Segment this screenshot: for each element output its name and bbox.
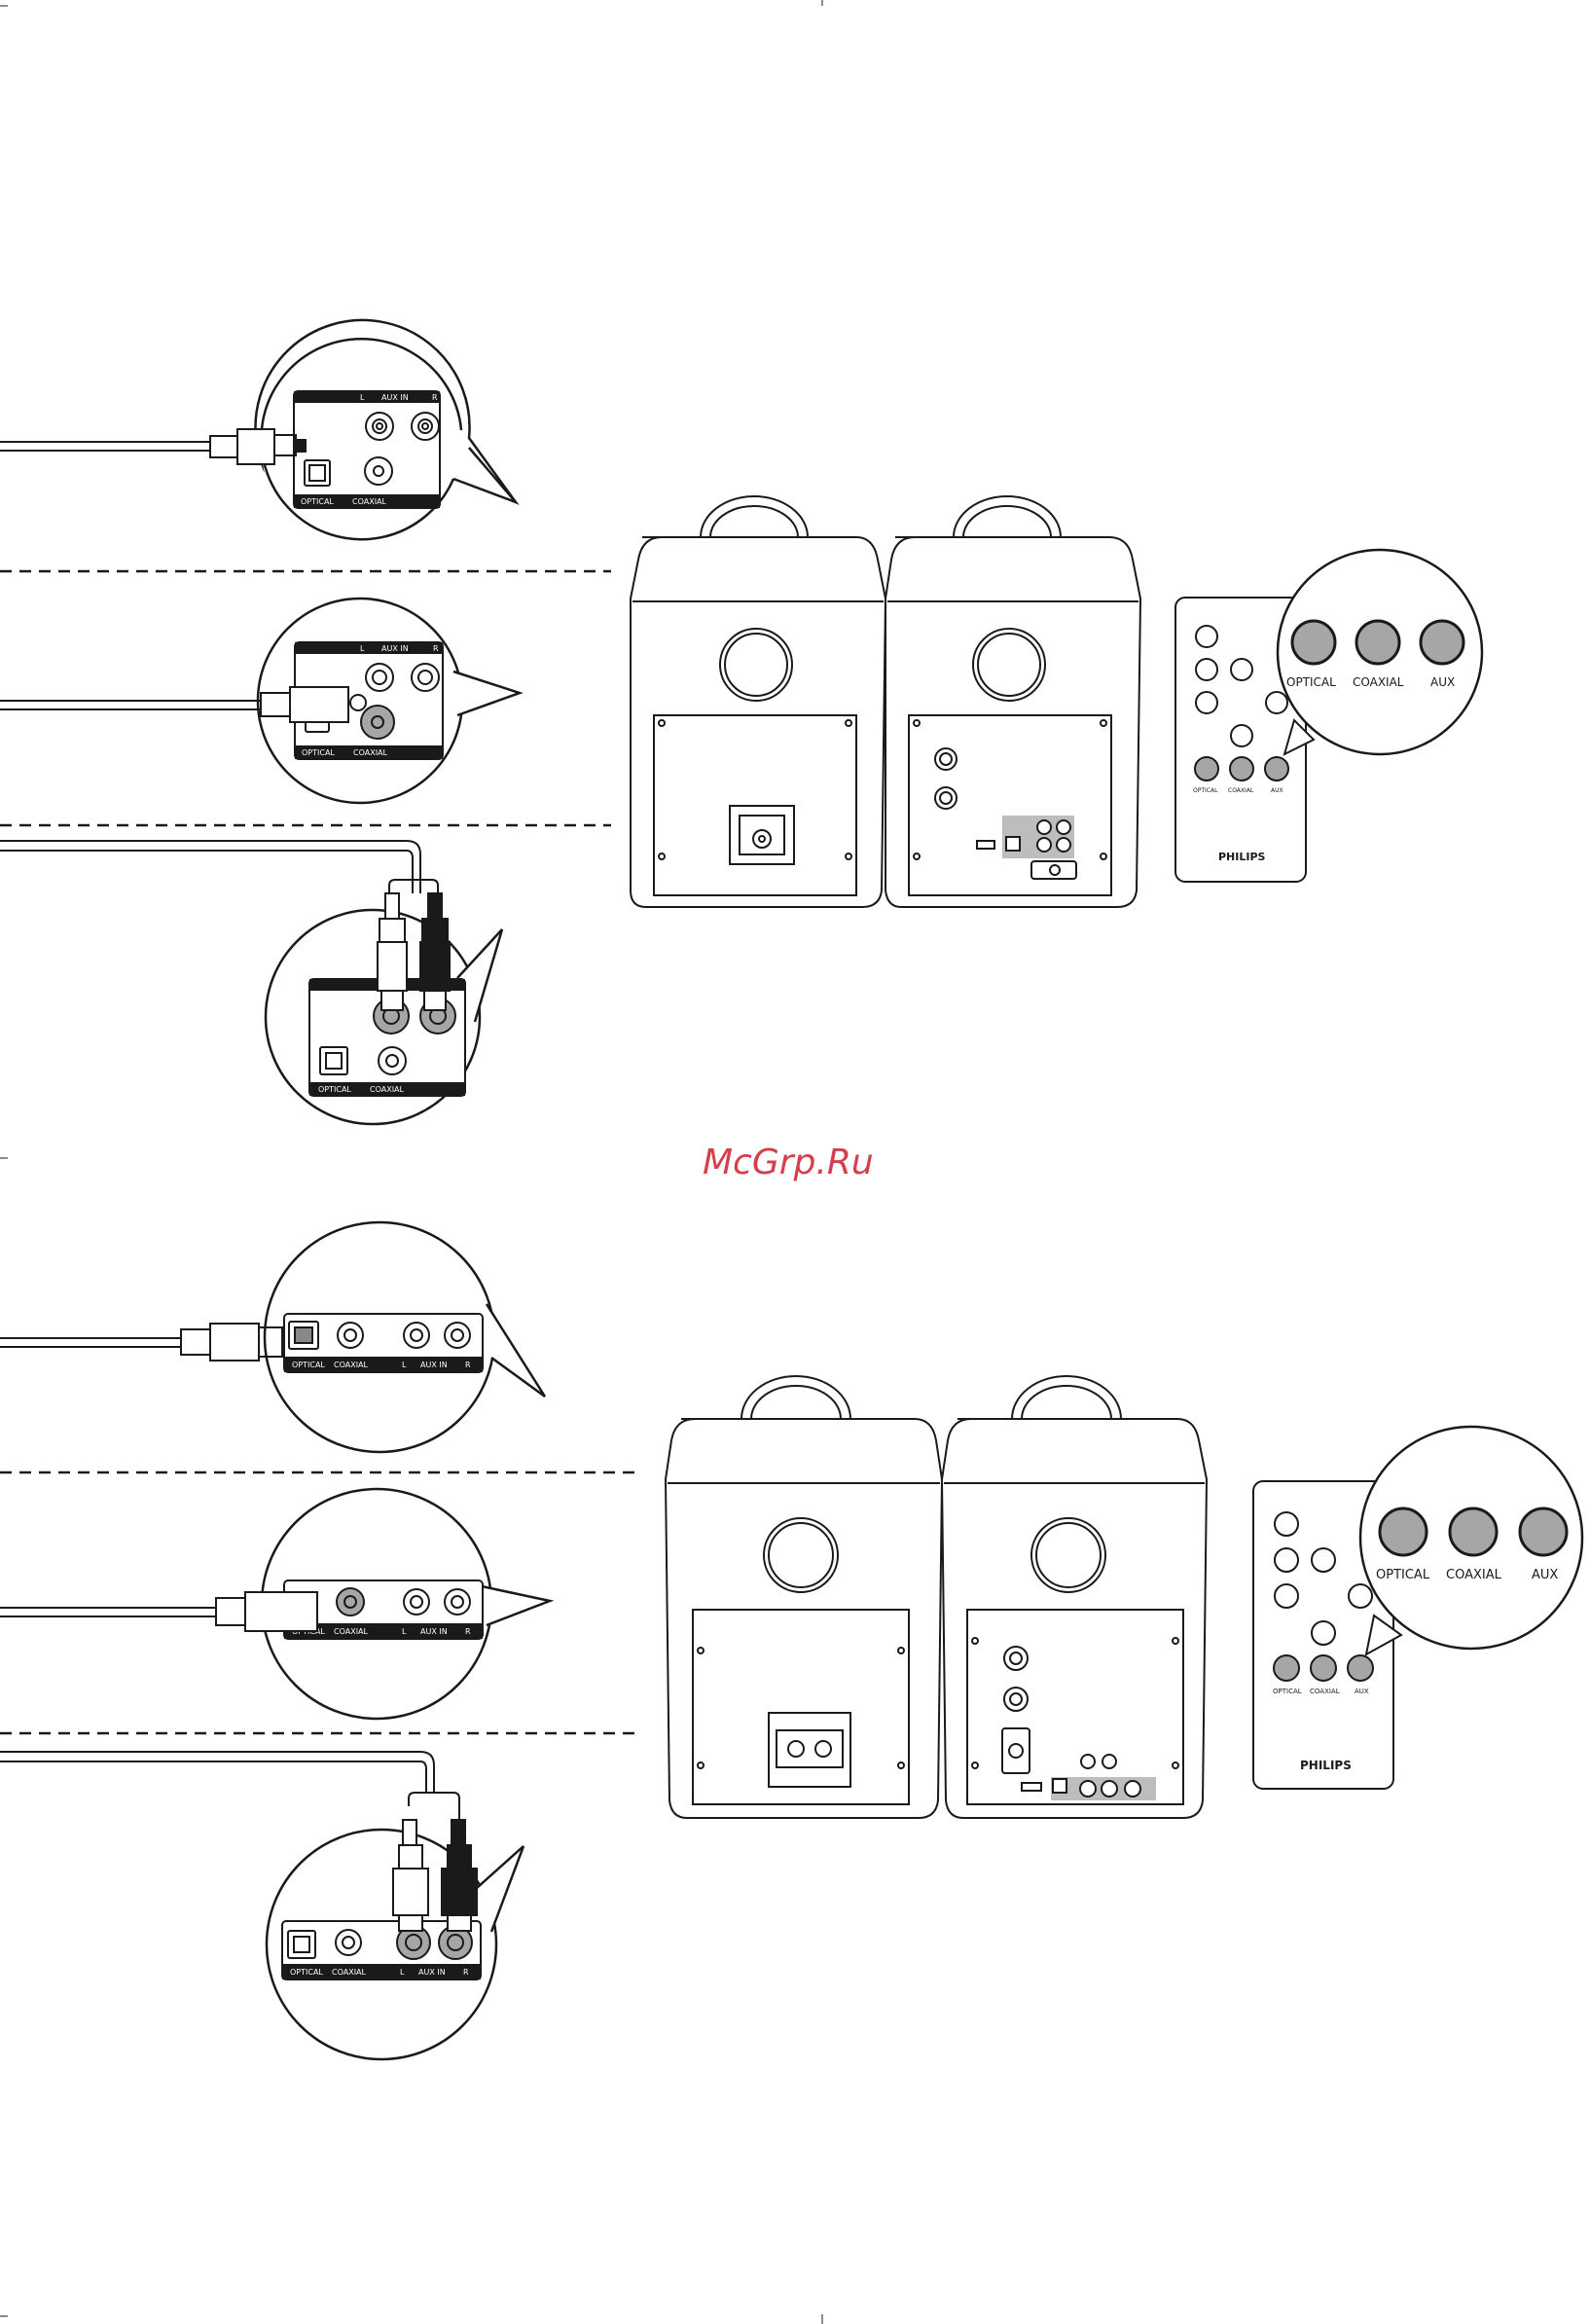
label-right: R [463,1968,469,1977]
speaker-left-bottom [666,1376,942,1818]
label-optical: OPTICAL [318,1085,351,1094]
label-right: R [465,1627,471,1636]
remote-button-coaxial[interactable]: COAXIAL [1310,1688,1340,1695]
label-coaxial: COAXIAL [352,497,387,506]
zoom-label-coaxial: COAXIAL [1446,1568,1502,1582]
remote-button-optical[interactable]: OPTICAL [1193,787,1218,794]
callout-coaxial-top: L AUX IN R OPTICAL COAXIAL [0,599,520,803]
zoom-label-optical: OPTICAL [1376,1568,1430,1582]
remote-button-aux[interactable]: AUX [1355,1688,1369,1695]
callout-optical-bottom: OPTICAL COAXIAL L AUX IN R [0,1222,545,1452]
label-optical: OPTICAL [302,748,335,757]
callout-optical-top: L AUX IN R OPTICAL COAXIAL [0,320,516,550]
label-aux-in: AUX IN [418,1968,446,1977]
speaker-left-top [631,496,885,907]
label-optical: OPTICAL [292,1361,325,1369]
label-right: R [432,393,438,402]
label-coaxial: COAXIAL [334,1627,369,1636]
coaxial-plug [0,687,366,722]
label-coaxial: COAXIAL [334,1361,369,1369]
label-coaxial: COAXIAL [332,1968,367,1977]
zoom-label-optical: OPTICAL [1286,675,1336,689]
speaker-right-bottom [942,1376,1207,1818]
callout-coaxial-bottom: OPTICAL COAXIAL L AUX IN R [0,1489,550,1719]
remote-button-aux[interactable]: AUX [1271,787,1283,794]
label-left: L [402,1361,407,1369]
label-aux-in: AUX IN [420,1627,448,1636]
label-aux-in: AUX IN [381,393,409,402]
label-right: R [465,1361,471,1369]
label-aux-in: AUX IN [420,1361,448,1369]
label-right: R [433,644,439,653]
callout-aux-bottom: OPTICAL COAXIAL L AUX IN R [0,1752,524,2059]
remote-zoom-top: OPTICAL COAXIAL AUX [1278,550,1482,754]
rca-plugs [0,1752,477,1931]
label-left: L [360,644,365,653]
callout-aux-top: OPTICAL COAXIAL [0,841,502,1124]
zoom-label-coaxial: COAXIAL [1353,675,1404,689]
rca-plugs [0,841,450,1010]
watermark: McGrp.Ru [703,1143,874,1182]
coaxial-plug [0,1592,317,1631]
zoom-label-aux: AUX [1532,1568,1558,1582]
label-left: L [400,1968,405,1977]
label-aux-in: AUX IN [381,644,409,653]
label-left: L [360,393,365,402]
optical-plug [0,1324,282,1361]
optical-plug [0,429,306,464]
remote-brand: PHILIPS [1218,851,1266,863]
label-left: L [402,1627,407,1636]
remote-brand: PHILIPS [1300,1759,1352,1772]
label-coaxial: COAXIAL [370,1085,405,1094]
remote-button-optical[interactable]: OPTICAL [1273,1688,1302,1695]
speaker-right-top [885,496,1140,907]
label-coaxial: COAXIAL [353,748,388,757]
label-optical: OPTICAL [290,1968,323,1977]
remote-button-coaxial[interactable]: COAXIAL [1228,787,1254,794]
zoom-label-aux: AUX [1430,675,1455,689]
label-optical: OPTICAL [301,497,334,506]
